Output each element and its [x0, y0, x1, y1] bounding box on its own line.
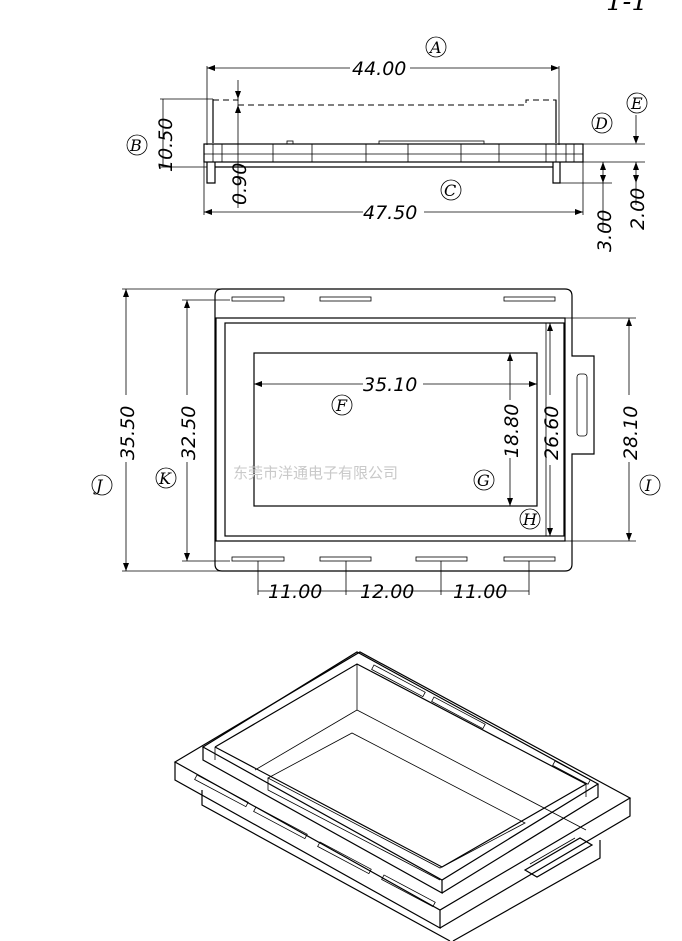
dim-D-value: 0.90	[229, 163, 251, 205]
dim-A-value: 44.00	[352, 58, 406, 80]
dim-I-value: 28.10	[620, 406, 642, 460]
dim-F2-value: 35.10	[363, 374, 417, 396]
label-K: K	[158, 469, 172, 488]
label-A: A	[428, 38, 442, 57]
dim-J-value: 35.50	[117, 406, 139, 460]
label-F: F	[335, 396, 348, 415]
label-I: I	[644, 476, 652, 495]
label-E: E	[630, 94, 643, 113]
dim-spacing-2: 12.00	[360, 581, 414, 603]
dim-B-value: 10.50	[155, 118, 177, 172]
isometric-view	[173, 651, 632, 941]
side-view: 44.00 A 10.50 B	[126, 36, 649, 252]
dim-C-value: 47.50	[363, 202, 417, 224]
label-D: D	[594, 114, 608, 133]
label-H: H	[522, 510, 538, 529]
label-C: C	[444, 181, 456, 200]
label-B: B	[129, 136, 142, 155]
label-J: J	[93, 476, 104, 495]
drawing-title: 1-1	[606, 0, 648, 17]
dim-spacing-1: 11.00	[268, 581, 322, 603]
dim-spacing-3: 11.00	[453, 581, 507, 603]
dim-H-value: 26.60	[541, 406, 563, 460]
top-view: 35.10 F 18.80 G 26.60 H 28.10 I	[91, 288, 661, 603]
dim-F-value: 3.00	[594, 210, 616, 252]
dim-E-value: 2.00	[627, 188, 649, 230]
dim-K-value: 32.50	[178, 406, 200, 460]
dim-G-value: 18.80	[501, 404, 523, 458]
watermark: 东莞市洋通电子有限公司	[233, 464, 398, 482]
label-G: G	[477, 471, 490, 490]
